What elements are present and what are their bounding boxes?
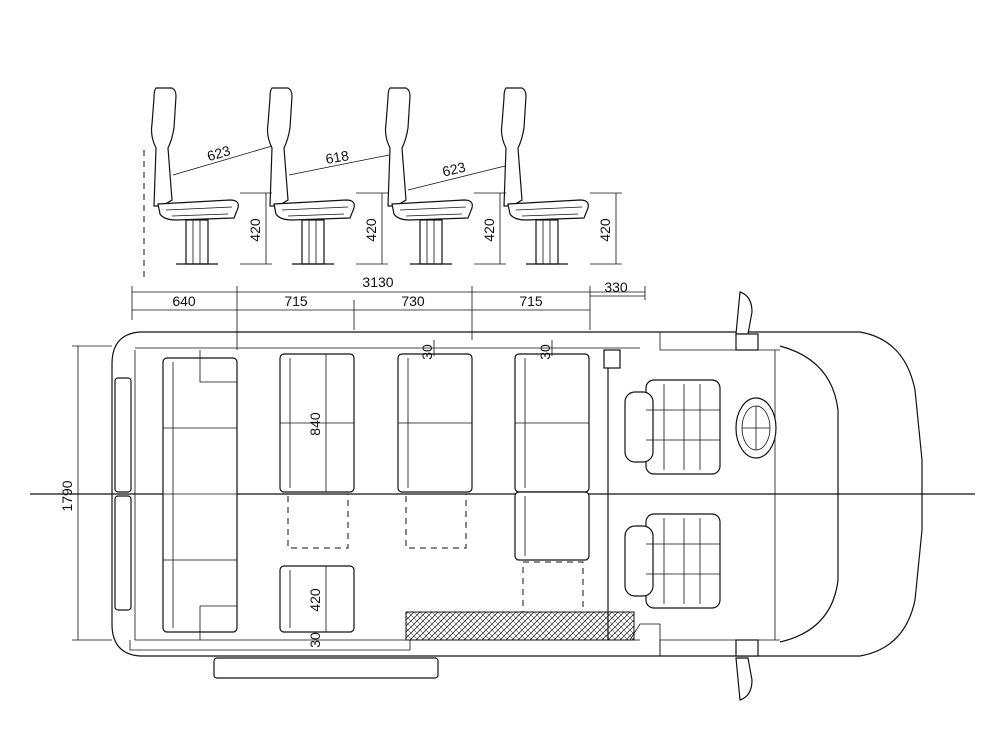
pitch-line-3: [407, 165, 506, 191]
height-label-3: 420: [481, 218, 497, 242]
row4-folded-seat-outline: [522, 561, 584, 613]
segment-label-5: 330: [604, 279, 628, 295]
row3-folded-seat-outline: [405, 493, 467, 549]
segment-label-1: 640: [172, 293, 196, 309]
rear-door-lower: [114, 495, 132, 611]
pitch-label-3: 623: [441, 159, 468, 180]
passenger-seat: [624, 513, 721, 609]
side-seat-2: [266, 87, 355, 265]
vehicle-width-label: 1790: [59, 480, 75, 511]
aisle-gap-label: 30: [307, 632, 323, 648]
side-seat-4: [500, 87, 589, 265]
plan-view: [30, 291, 975, 701]
pitch-line-1: [172, 145, 273, 176]
entry-step: [405, 611, 635, 641]
seat-width-label: 840: [307, 412, 323, 436]
steering-wheel: [735, 397, 777, 459]
side-seat-1: [150, 87, 239, 265]
row4-extra-seat: [514, 491, 590, 561]
row2-single-seat: [279, 565, 355, 633]
length-dimensions: 3130 640 715 730 715 330: [131, 274, 646, 350]
side-view-seats: [143, 87, 589, 278]
seat-pitch-dimensions: 623 618 623: [172, 142, 506, 191]
plan-dimensions: 1790 840 420 30 30 30: [59, 340, 553, 648]
sliding-door: [213, 657, 439, 679]
height-label-2: 420: [363, 218, 379, 242]
right-mirror: [735, 657, 753, 701]
pitch-label-2: 618: [324, 147, 350, 167]
rear-bench-seat: [162, 357, 238, 633]
total-length-label: 3130: [362, 274, 393, 290]
segment-label-3: 730: [401, 293, 425, 309]
seat-height-dimensions: 420 420 420 420: [240, 192, 622, 265]
single-seat-width-label: 420: [307, 588, 323, 612]
driver-seat: [624, 379, 721, 475]
pitch-label-1: 623: [205, 142, 232, 164]
row2-folded-seat-outline: [287, 493, 349, 549]
rear-door-upper: [114, 377, 132, 493]
height-label-4: 420: [597, 218, 613, 242]
van-body-outline: [111, 331, 923, 657]
segment-label-2: 715: [284, 293, 308, 309]
gap-label-1: 30: [419, 344, 435, 360]
pitch-line-2: [288, 154, 390, 176]
windshield: [779, 345, 839, 643]
left-mirror: [735, 291, 753, 335]
gap-label-2: 30: [537, 344, 553, 360]
segment-label-4: 715: [519, 293, 543, 309]
height-label-1: 420: [247, 218, 263, 242]
